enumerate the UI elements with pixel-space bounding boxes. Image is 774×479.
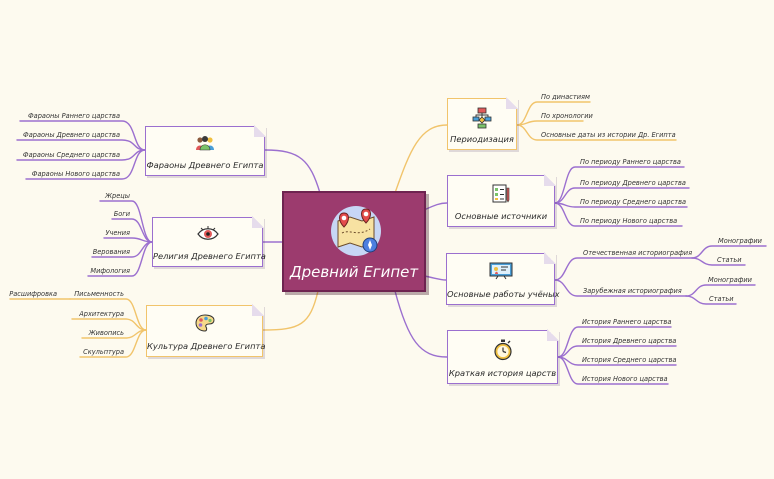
topic-pharaohs[interactable]: Фараоны Древнего Египта [145,125,266,176]
topic-culture-label: Культура Древнего Египта [147,341,266,351]
people-icon [196,136,214,151]
leaf-sources-early[interactable]: По периоду Раннего царства [580,158,681,166]
connector-culture [262,290,319,331]
topic-sources-label: Основные источники [454,211,548,221]
flowchart-icon [472,107,492,129]
leaf-history-early[interactable]: История Раннего царства [582,318,672,326]
leaf-period-dates[interactable]: Основные даты из истории Др. Египта [541,131,676,139]
leaf-pharaohs-old[interactable]: Фараоны Древнего царства [23,131,120,139]
leaf-history-middle[interactable]: История Среднего царства [582,356,677,364]
leaf-works-domestic-articles[interactable]: Статьи [717,256,742,264]
map-pins-icon [331,206,381,256]
central-topic-title: Древний Египет [289,263,419,281]
stopwatch-icon [493,339,512,361]
eye-icon [196,226,219,240]
leaf-culture-decipherment[interactable]: Расшифровка [9,290,57,298]
leaf-sources-old[interactable]: По периоду Древнего царства [580,179,686,187]
leaf-culture-painting[interactable]: Живопись [88,329,124,337]
leaf-religion-teachings[interactable]: Учения [105,229,130,237]
topic-periodization-label: Периодизация [450,134,514,144]
checklist-icon [492,184,510,203]
leaf-religion-beliefs[interactable]: Верования [92,248,130,256]
leaf-sources-new[interactable]: По периоду Нового царства [580,217,678,225]
topic-periodization[interactable]: Периодизация [447,97,518,150]
palette-icon [194,314,215,332]
leaf-culture-architecture[interactable]: Архитектура [79,310,124,318]
leaf-religion-priests[interactable]: Жрецы [104,192,130,200]
topic-culture[interactable]: Культура Древнего Египта [146,304,266,357]
leaf-works-domestic-monographs[interactable]: Монографии [718,237,762,245]
topic-history-label: Краткая история царств [448,368,557,378]
topic-history[interactable]: Краткая история царств [447,329,559,384]
leaf-period-dynasties[interactable]: По династиям [541,93,590,101]
connector-periodization [394,124,448,194]
leaf-culture-sculpture[interactable]: Скульптура [83,348,124,356]
topic-religion-label: Религия Древнего Египта [153,251,266,261]
leaf-sources-middle[interactable]: По периоду Среднего царства [580,198,686,206]
leaf-religion-gods[interactable]: Боги [113,210,130,218]
topic-works-label: Основные работы учёных [447,289,560,299]
connector-sources [423,202,448,211]
leaf-history-old[interactable]: История Древнего царства [582,337,677,345]
topic-sources[interactable]: Основные источники [447,174,556,227]
leaf-works-domestic[interactable]: Отечественная историография [583,249,693,257]
leaf-works-foreign-monographs[interactable]: Монографии [708,276,752,284]
leaf-culture-writing[interactable]: Письменность [74,290,124,298]
connector-history [394,290,448,358]
leaf-pharaohs-early[interactable]: Фараоны Раннего царства [28,112,120,120]
central-topic[interactable]: Древний Египет [282,191,426,292]
topic-works[interactable]: Основные работы учёных [446,252,560,305]
leaf-works-foreign[interactable]: Зарубежная историография [583,287,682,295]
topic-religion[interactable]: Религия Древнего Египта [152,216,266,267]
leaf-religion-mythology[interactable]: Мифология [90,267,130,275]
connector-pharaohs [264,149,321,194]
connector-works [423,275,447,281]
presentation-icon [489,262,512,280]
leaf-works-foreign-articles[interactable]: Статьи [709,295,734,303]
leaf-history-new[interactable]: История Нового царства [582,375,668,383]
leaf-period-chronology[interactable]: По хронологии [541,112,593,120]
leaf-pharaohs-middle[interactable]: Фараоны Среднего царства [22,151,120,159]
topic-pharaohs-label: Фараоны Древнего Египта [146,160,264,170]
leaf-pharaohs-new[interactable]: Фараоны Нового царства [31,170,120,178]
